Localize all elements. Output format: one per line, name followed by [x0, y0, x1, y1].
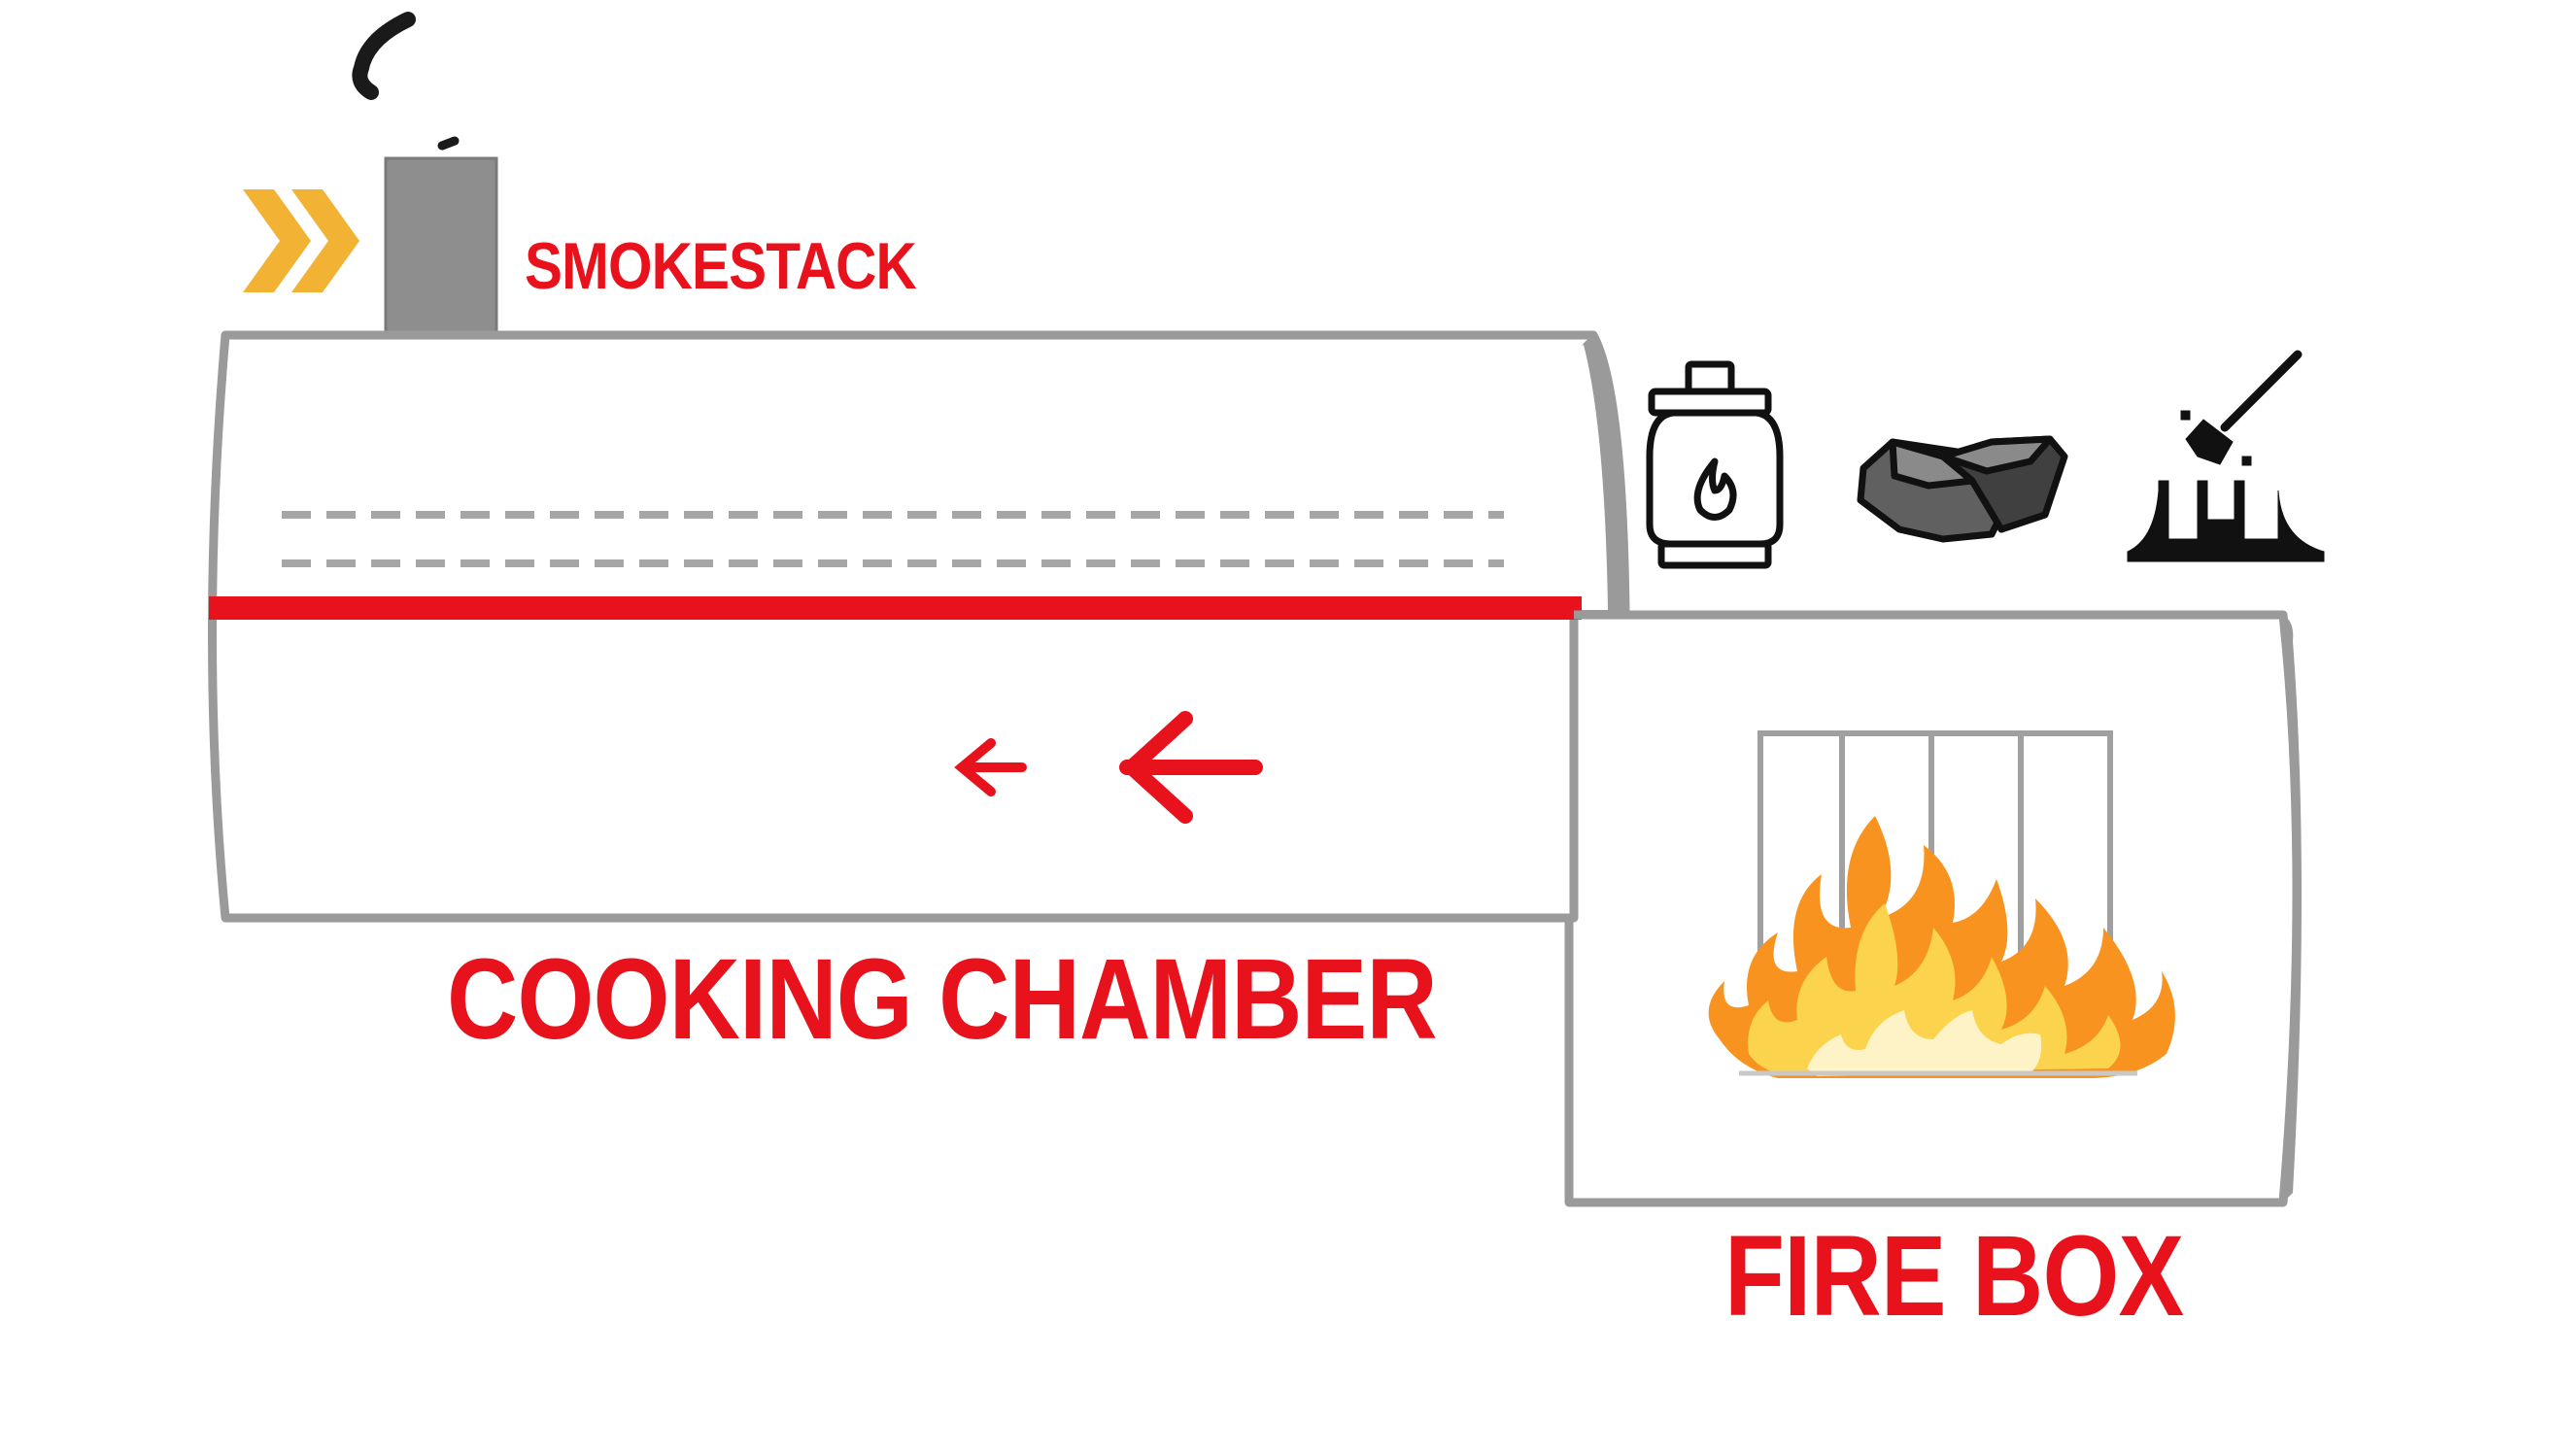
- fire-icon: [1708, 816, 2175, 1078]
- cooking-chamber: [208, 330, 1630, 923]
- smokestack-label: SMOKESTACK: [525, 229, 917, 303]
- axe-wood-icon: [2127, 350, 2325, 562]
- smokestack: [384, 156, 498, 337]
- propane-tank-icon: [1646, 360, 1784, 569]
- baffle-plate: [209, 596, 1582, 620]
- smoke-curl: [352, 12, 460, 151]
- airflow-arrow-large: [1119, 711, 1263, 824]
- cooking-chamber-label: COOKING CHAMBER: [447, 935, 1438, 1064]
- fire-box-label: FIRE BOX: [1724, 1212, 2184, 1340]
- chevron-double-right-icon: [243, 189, 359, 292]
- fire-box: [1564, 610, 2302, 1207]
- charcoal-briquettes-icon: [1857, 435, 2068, 543]
- airflow-arrow-small: [954, 738, 1027, 796]
